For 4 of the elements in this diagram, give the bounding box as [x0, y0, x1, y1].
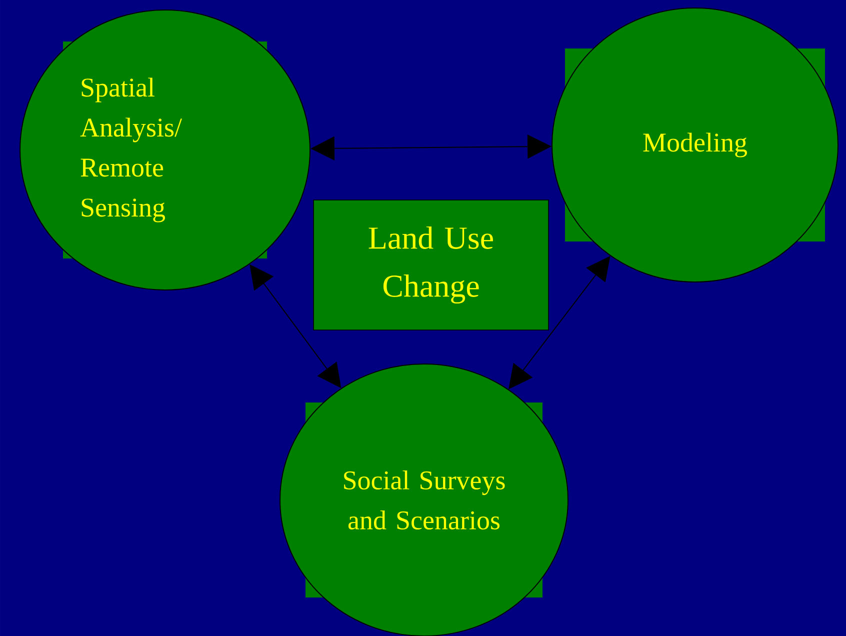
circle-node: Social Surveys and Scenarios — [280, 364, 568, 636]
circle-node: Spatial Analysis/ Remote Sensing — [20, 10, 310, 290]
circle-node: Modeling — [552, 8, 838, 282]
topic-box: Land Use Change — [313, 200, 549, 330]
